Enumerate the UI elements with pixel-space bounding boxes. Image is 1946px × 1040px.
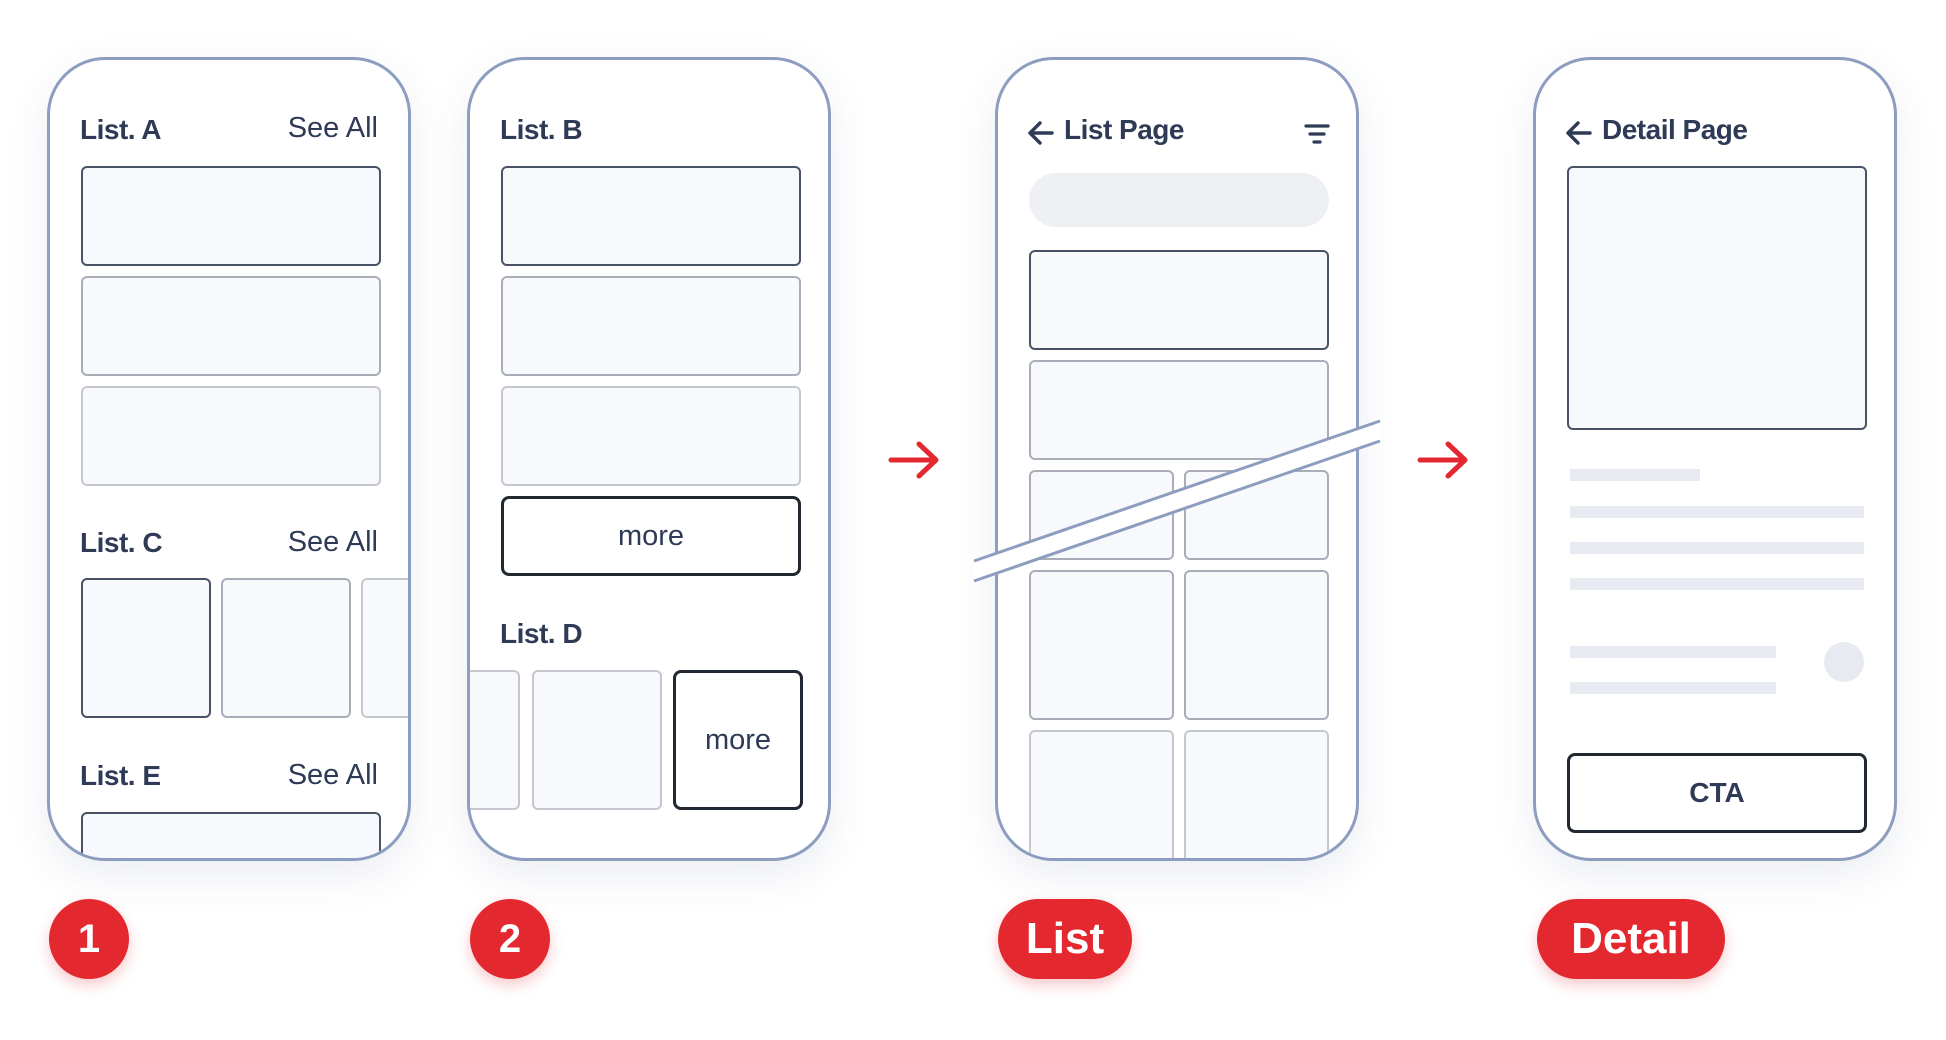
skeleton-line (1570, 578, 1864, 590)
phone-detail-page: Detail Page CTA (1533, 57, 1897, 861)
grid-tile-4[interactable] (1184, 570, 1329, 720)
arrow-right-icon (888, 441, 939, 479)
list-b-card-2[interactable] (501, 276, 801, 376)
back-arrow-icon[interactable] (1566, 120, 1592, 146)
skeleton-line (1570, 646, 1776, 658)
detail-image-placeholder (1567, 166, 1867, 430)
grid-tile-6[interactable] (1184, 730, 1329, 858)
grid-tile-3[interactable] (1029, 570, 1174, 720)
list-a-title: List. A (80, 114, 162, 145)
phone-list-page: List Page (995, 57, 1359, 861)
list-a-card-2[interactable] (81, 276, 381, 376)
back-arrow-icon[interactable] (1028, 120, 1054, 146)
avatar-placeholder (1824, 642, 1864, 682)
filter-icon[interactable] (1304, 123, 1330, 145)
list-d-title: List. D (500, 618, 583, 649)
list-a-card-3[interactable] (81, 386, 381, 486)
list-d-tile-1[interactable] (470, 670, 520, 810)
list-c-see-all-link[interactable]: See All (287, 526, 378, 558)
list-b-card-1[interactable] (501, 166, 801, 266)
phone-screen-2: List. B more List. D more (467, 57, 831, 861)
badge-list: List (998, 899, 1132, 979)
continuation-break-lines (973, 419, 1381, 583)
list-e-card-1[interactable] (81, 812, 381, 858)
search-bar[interactable] (1029, 173, 1329, 227)
grid-tile-5[interactable] (1029, 730, 1174, 858)
list-e-see-all-link[interactable]: See All (287, 759, 378, 791)
skeleton-line (1570, 506, 1864, 518)
skeleton-line (1570, 682, 1776, 694)
list-c-tile-3[interactable] (361, 578, 408, 718)
list-page-title: List Page (1064, 114, 1184, 145)
skeleton-line (1570, 542, 1864, 554)
detail-page-title: Detail Page (1602, 114, 1748, 145)
list-page-card-2[interactable] (1029, 360, 1329, 460)
badge-step-2: 2 (470, 899, 550, 979)
list-b-card-3[interactable] (501, 386, 801, 486)
phone-screen-1: List. A See All List. C See All List. E … (47, 57, 411, 861)
list-b-more-button[interactable]: more (501, 496, 801, 576)
list-d-more-button[interactable]: more (673, 670, 803, 810)
badge-step-1: 1 (49, 899, 129, 979)
badge-detail: Detail (1537, 899, 1725, 979)
list-c-tile-2[interactable] (221, 578, 351, 718)
list-a-card-1[interactable] (81, 166, 381, 266)
list-b-title: List. B (500, 114, 583, 145)
cta-button[interactable]: CTA (1567, 753, 1867, 833)
list-a-see-all-link[interactable]: See All (287, 112, 378, 144)
list-c-tile-1[interactable] (81, 578, 211, 718)
list-e-title: List. E (80, 760, 161, 791)
skeleton-line-short (1570, 469, 1700, 481)
list-c-title: List. C (80, 527, 163, 558)
list-d-tile-2[interactable] (532, 670, 662, 810)
arrow-right-icon (1417, 441, 1468, 479)
list-page-card-1[interactable] (1029, 250, 1329, 350)
